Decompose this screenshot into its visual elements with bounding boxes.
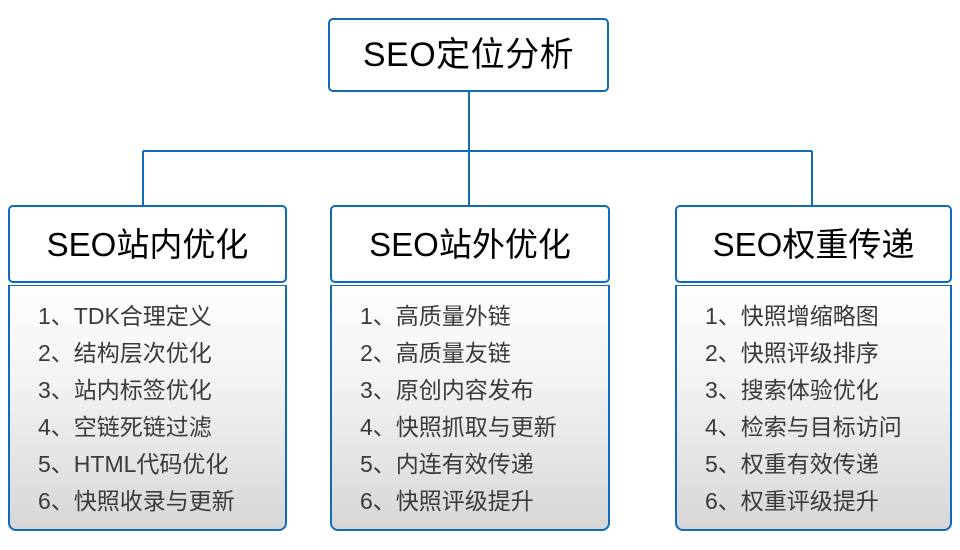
branch-body-1: 1、TDK合理定义 2、结构层次优化 3、站内标签优化 4、空链死链过滤 5、H… [8,285,287,531]
list-item: 5、权重有效传递 [705,451,879,477]
branch-header-label-1: SEO站内优化 [46,225,249,263]
list-item: 2、结构层次优化 [38,340,212,366]
root-node-label: SEO定位分析 [362,36,575,74]
list-item: 1、TDK合理定义 [38,303,212,329]
list-item: 5、HTML代码优化 [38,451,229,477]
root-node[interactable]: SEO定位分析 [328,18,609,92]
branch-column-1: SEO站内优化 1、TDK合理定义 2、结构层次优化 3、站内标签优化 4、空链… [8,205,287,531]
list-item: 4、检索与目标访问 [705,414,902,440]
branch-body-2: 1、高质量外链 2、高质量友链 3、原创内容发布 4、快照抓取与更新 5、内连有… [330,285,610,531]
list-item: 4、快照抓取与更新 [360,414,557,440]
list-item: 2、高质量友链 [360,340,511,366]
list-item: 3、站内标签优化 [38,377,212,403]
list-item: 1、高质量外链 [360,303,511,329]
list-item: 6、快照评级提升 [360,488,534,514]
list-item: 3、原创内容发布 [360,377,534,403]
branch-column-2: SEO站外优化 1、高质量外链 2、高质量友链 3、原创内容发布 4、快照抓取与… [330,205,610,531]
branch-header-2[interactable]: SEO站外优化 [330,205,610,283]
list-item: 1、快照增缩略图 [705,303,879,329]
list-item: 2、快照评级排序 [705,340,879,366]
branch-header-label-3: SEO权重传递 [712,225,915,263]
branch-list-1: 1、TDK合理定义 2、结构层次优化 3、站内标签优化 4、空链死链过滤 5、H… [10,298,285,520]
list-item: 4、空链死链过滤 [38,414,212,440]
list-item: 6、权重评级提升 [705,488,879,514]
branch-list-3: 1、快照增缩略图 2、快照评级排序 3、搜索体验优化 4、检索与目标访问 5、权… [677,298,950,520]
branch-body-3: 1、快照增缩略图 2、快照评级排序 3、搜索体验优化 4、检索与目标访问 5、权… [675,285,952,531]
branch-header-3[interactable]: SEO权重传递 [675,205,952,283]
list-item: 3、搜索体验优化 [705,377,879,403]
branch-header-1[interactable]: SEO站内优化 [8,205,287,283]
branch-list-2: 1、高质量外链 2、高质量友链 3、原创内容发布 4、快照抓取与更新 5、内连有… [332,298,608,520]
list-item: 6、快照收录与更新 [38,488,235,514]
list-item: 5、内连有效传递 [360,451,534,477]
branch-column-3: SEO权重传递 1、快照增缩略图 2、快照评级排序 3、搜索体验优化 4、检索与… [675,205,952,531]
branch-header-label-2: SEO站外优化 [369,225,571,263]
